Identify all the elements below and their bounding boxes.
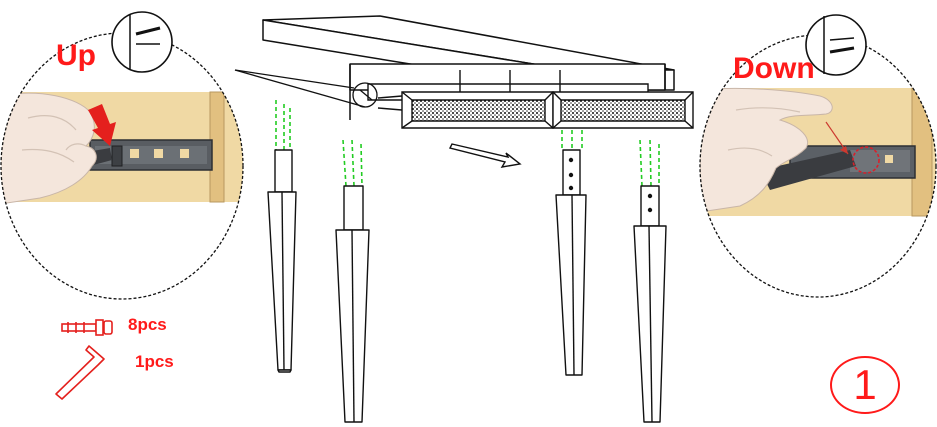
allen-key-quantity: 1pcs [135,352,174,371]
leg-1 [267,149,297,373]
leg-2 [335,185,370,423]
runner-detail-marker [234,69,378,108]
allen-key-icon [55,345,105,400]
leg-3 [555,149,587,376]
up-label: Up [56,39,96,72]
screw-quantity: 8pcs [128,315,167,334]
leg-4 [633,185,667,423]
detail-up-circle [0,32,244,300]
screw-icon [61,319,113,336]
detail-down-circle [699,34,937,298]
guide-lines [275,100,660,187]
down-label: Down [733,52,815,85]
step-number-badge: 1 [830,356,900,414]
inset-down-circle [805,14,867,76]
inset-up-circle [111,11,173,73]
drawer [367,70,694,129]
arrow-out-icon [448,143,522,168]
arrow-down-icon [88,104,116,146]
